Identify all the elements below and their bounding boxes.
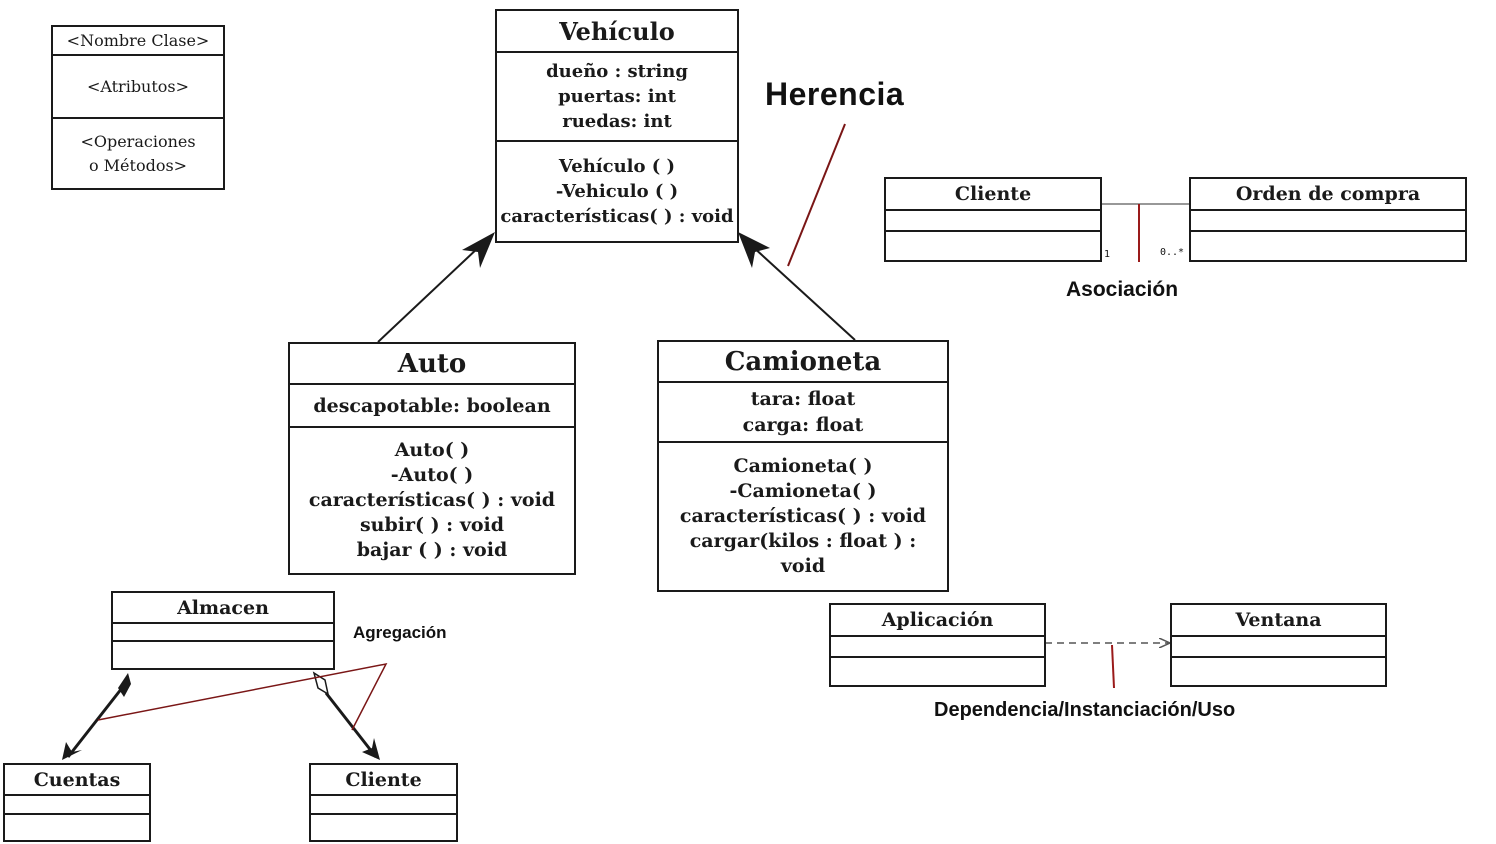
class-auto-attributes: descapotable: boolean — [290, 383, 574, 426]
aggregation-arrowhead-cuentas — [62, 742, 82, 760]
legend-attributes: <Atributos> — [86, 77, 190, 96]
inheritance-line-camioneta — [751, 245, 856, 341]
multiplicity-left: 1 — [1104, 249, 1111, 260]
auto-method: Auto( ) — [394, 439, 470, 461]
empty-methods-section — [886, 230, 1100, 260]
camioneta-method: void — [780, 555, 826, 577]
inheritance-arrowhead-camioneta — [738, 232, 770, 268]
class-camioneta-attributes: tara: float carga: float — [659, 381, 947, 441]
legend-attributes-section: <Atributos> — [53, 54, 223, 117]
class-asociacion-cliente-name: Cliente — [954, 183, 1032, 205]
class-vehiculo: Vehículo dueño : string puertas: int rue… — [495, 9, 739, 243]
class-aplicacion-name: Aplicación — [881, 609, 994, 631]
legend-name-section: <Nombre Clase> — [53, 27, 223, 54]
class-orden-de-compra: Orden de compra — [1189, 177, 1467, 262]
class-almacen: Almacen — [111, 591, 335, 670]
vehiculo-attribute: ruedas: int — [562, 111, 672, 132]
camioneta-method: cargar(kilos : float ) : — [689, 530, 917, 552]
camioneta-method: Camioneta( ) — [733, 455, 873, 477]
agregacion-pointer-lines — [97, 662, 388, 731]
vehiculo-attribute: dueño : string — [546, 61, 688, 82]
aggregation-line-cliente — [324, 692, 378, 758]
empty-methods-section — [831, 656, 1044, 685]
class-agregacion-cliente-name-section: Cliente — [311, 765, 456, 794]
camioneta-method: -Camioneta( ) — [729, 480, 877, 502]
class-agregacion-cliente: Cliente — [309, 763, 458, 842]
class-ventana-name-section: Ventana — [1172, 605, 1385, 635]
class-vehiculo-name: Vehículo — [559, 16, 675, 46]
aggregation-diamond-cuentas — [118, 673, 131, 697]
class-vehiculo-methods: Vehículo ( ) -Vehiculo ( ) característic… — [497, 140, 737, 241]
inheritance-line-auto — [377, 245, 481, 343]
empty-attributes-section — [5, 794, 149, 813]
multiplicity-right: 0..* — [1160, 247, 1185, 258]
auto-method: características( ) : void — [308, 489, 556, 511]
auto-method: -Auto( ) — [390, 464, 474, 486]
class-ventana: Ventana — [1170, 603, 1387, 687]
class-vehiculo-attributes: dueño : string puertas: int ruedas: int — [497, 51, 737, 140]
camioneta-attribute: carga: float — [742, 414, 864, 436]
legend-class-box: <Nombre Clase> <Atributos> <Operaciones … — [51, 25, 225, 190]
vehiculo-attribute: puertas: int — [558, 86, 676, 107]
herencia-pointer-line — [787, 123, 846, 267]
class-asociacion-cliente: Cliente — [884, 177, 1102, 262]
vehiculo-method: características( ) : void — [500, 206, 734, 227]
aggregation-line-cuentas — [66, 687, 124, 758]
class-almacen-name-section: Almacen — [113, 593, 333, 622]
class-camioneta-name: Camioneta — [724, 346, 882, 377]
camioneta-attribute: tara: float — [750, 388, 856, 410]
auto-method: bajar ( ) : void — [356, 539, 508, 561]
class-camioneta-name-section: Camioneta — [659, 342, 947, 381]
legend-operations-section: <Operaciones o Métodos> — [53, 117, 223, 188]
legend-name: <Nombre Clase> — [66, 31, 210, 50]
auto-method: subir( ) : void — [359, 514, 505, 536]
label-asociacion: Asociación — [1066, 278, 1179, 301]
empty-methods-section — [113, 640, 333, 668]
label-agregacion: Agregación — [353, 623, 447, 642]
class-auto-methods: Auto( ) -Auto( ) características( ) : vo… — [290, 426, 574, 573]
class-almacen-name: Almacen — [177, 596, 269, 619]
class-cuentas: Cuentas — [3, 763, 151, 842]
legend-operations-line-1: <Operaciones — [80, 131, 196, 151]
class-cuentas-name-section: Cuentas — [5, 765, 149, 794]
empty-attributes-section — [311, 794, 456, 813]
class-camioneta-methods: Camioneta( ) -Camioneta( ) característic… — [659, 441, 947, 590]
empty-attributes-section — [1191, 209, 1465, 230]
vehiculo-method: -Vehiculo ( ) — [555, 181, 679, 202]
class-asociacion-cliente-name-section: Cliente — [886, 179, 1100, 209]
empty-attributes-section — [831, 635, 1044, 656]
class-vehiculo-name-section: Vehículo — [497, 11, 737, 51]
empty-attributes-section — [886, 209, 1100, 230]
class-auto-name: Auto — [397, 348, 467, 379]
class-agregacion-cliente-name: Cliente — [345, 768, 422, 791]
camioneta-method: características( ) : void — [679, 505, 927, 527]
label-herencia: Herencia — [765, 76, 905, 112]
empty-methods-section — [1172, 656, 1385, 685]
empty-methods-section — [1191, 230, 1465, 260]
inheritance-arrowhead-auto — [462, 232, 495, 268]
class-ventana-name: Ventana — [1235, 609, 1322, 631]
aggregation-arrowhead-cliente — [362, 738, 380, 760]
class-orden-de-compra-name: Orden de compra — [1235, 183, 1421, 205]
class-aplicacion: Aplicación — [829, 603, 1046, 687]
class-camioneta: Camioneta tara: float carga: float Camio… — [657, 340, 949, 592]
empty-methods-section — [311, 813, 456, 840]
empty-methods-section — [5, 813, 149, 840]
label-dependencia: Dependencia/Instanciación/Uso — [934, 699, 1236, 721]
dependencia-pointer-line — [1111, 644, 1115, 689]
class-orden-de-compra-name-section: Orden de compra — [1191, 179, 1465, 209]
class-auto-name-section: Auto — [290, 344, 574, 383]
auto-attribute: descapotable: boolean — [313, 394, 551, 417]
vehiculo-method: Vehículo ( ) — [558, 156, 676, 177]
class-aplicacion-name-section: Aplicación — [831, 605, 1044, 635]
class-cuentas-name: Cuentas — [33, 768, 121, 791]
legend-operations-line-2: o Métodos> — [88, 155, 188, 175]
empty-attributes-section — [1172, 635, 1385, 656]
empty-attributes-section — [113, 622, 333, 640]
class-auto: Auto descapotable: boolean Auto( ) -Auto… — [288, 342, 576, 575]
aggregation-diamond-cliente — [312, 671, 330, 696]
